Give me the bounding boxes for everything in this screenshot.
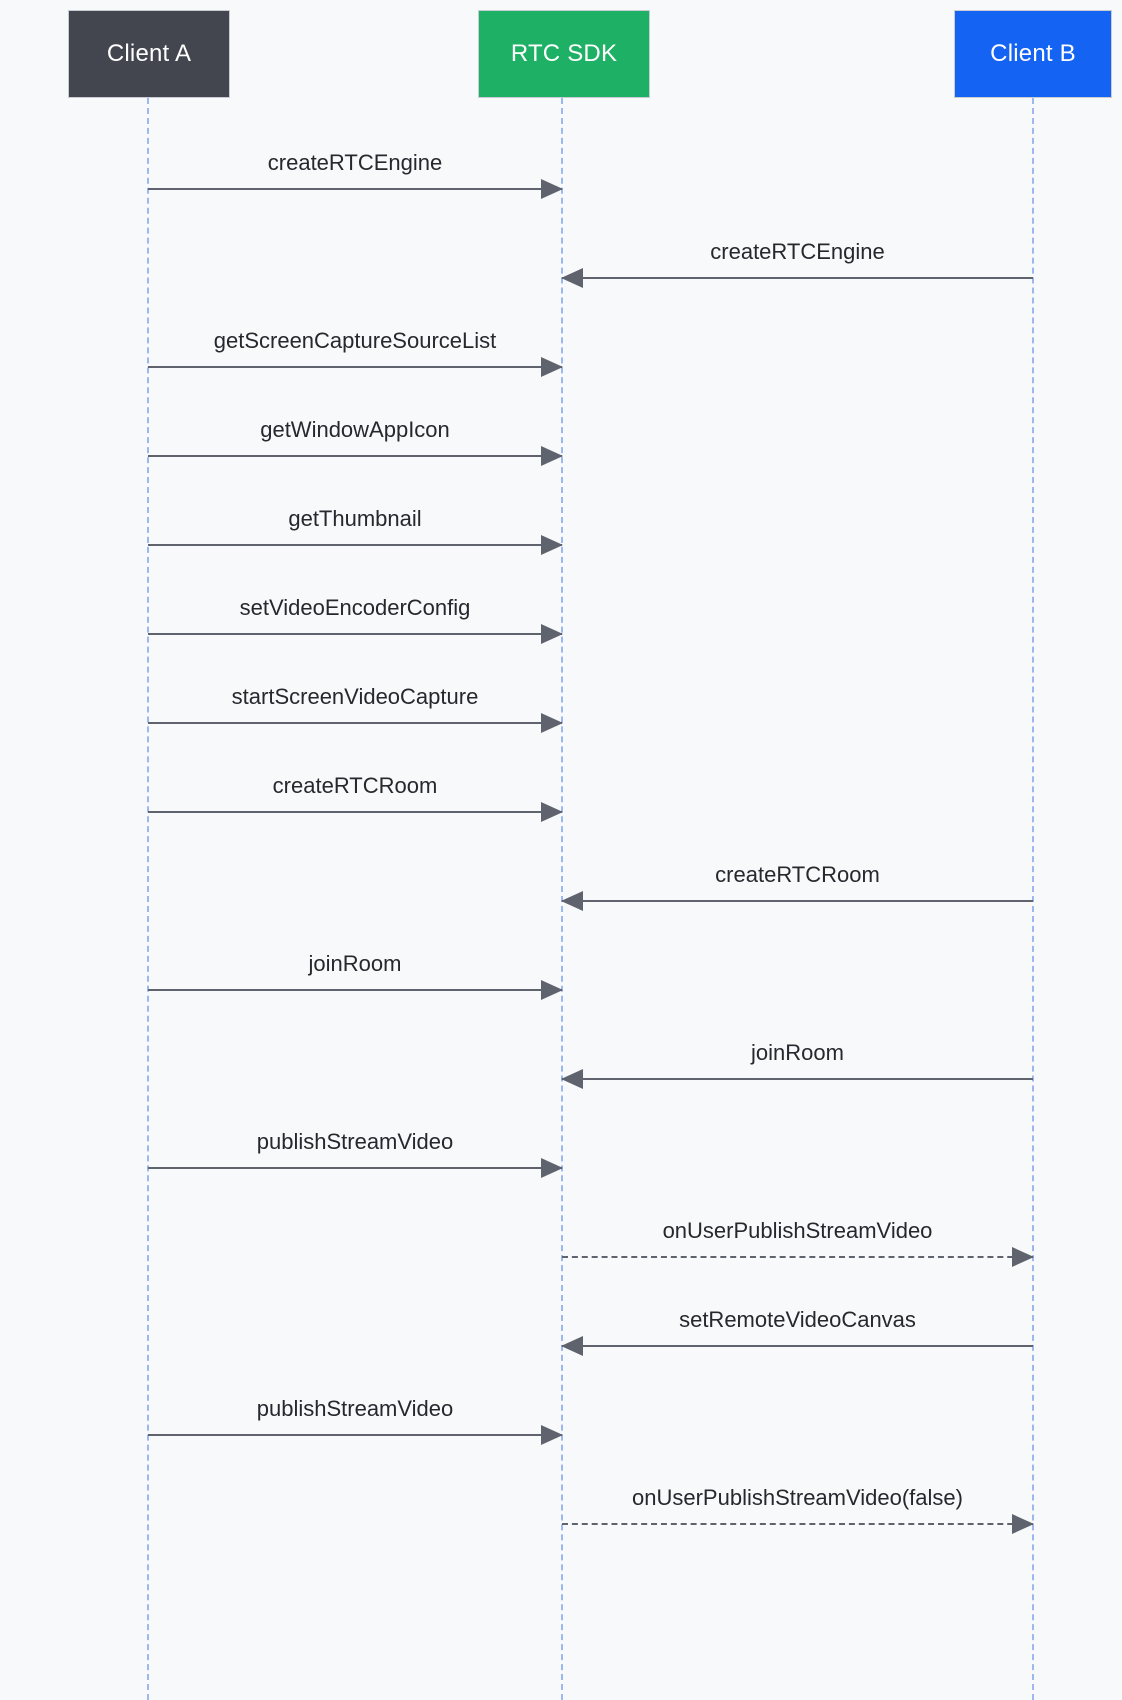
message-1[interactable]: createRTCEngine [148,150,563,199]
message-arrow-line [148,357,563,377]
message-16[interactable]: onUserPublishStreamVideo(false) [562,1485,1034,1534]
message-15[interactable]: publishStreamVideo [148,1396,563,1445]
message-7[interactable]: startScreenVideoCapture [148,684,563,733]
message-label: startScreenVideoCapture [231,684,479,709]
message-arrow-line [148,802,563,822]
message-6[interactable]: setVideoEncoderConfig [148,595,563,644]
arrowhead-right-icon [541,179,563,199]
message-arrow-line [561,1069,1033,1089]
message-arrow-line [148,446,563,466]
message-arrow-line [148,179,563,199]
participant-label-clientA: Client A [106,40,192,67]
message-label: createRTCRoom [715,862,880,887]
message-8[interactable]: createRTCRoom [148,773,563,822]
message-arrow-line [561,891,1033,911]
arrowhead-right-icon [541,1425,563,1445]
arrowhead-right-icon [541,713,563,733]
arrowhead-right-icon [541,535,563,555]
message-14[interactable]: setRemoteVideoCanvas [561,1307,1033,1356]
message-arrow-line [148,624,563,644]
message-arrow-line [148,535,563,555]
message-5[interactable]: getThumbnail [148,506,563,555]
message-arrow-line [148,713,563,733]
message-arrow-line [148,980,563,1000]
message-10[interactable]: joinRoom [148,951,563,1000]
message-arrow-line [148,1158,563,1178]
message-label: joinRoom [308,951,402,976]
arrowhead-left-icon [561,891,583,911]
arrowhead-right-icon [1012,1247,1034,1267]
arrowhead-right-icon [1012,1514,1034,1534]
message-arrow-line [561,268,1033,288]
lifeline-clientB [1032,98,1034,1700]
participant-box-clientA[interactable]: Client A [68,10,230,98]
lifeline-clientA [147,98,149,1700]
message-arrow-line [561,1336,1033,1356]
message-label: setRemoteVideoCanvas [679,1307,916,1332]
arrowhead-left-icon [561,1069,583,1089]
arrowhead-right-icon [541,624,563,644]
message-label: onUserPublishStreamVideo [662,1218,933,1243]
message-label: getThumbnail [288,506,422,531]
participant-label-rtcsdk: RTC SDK [510,40,618,67]
arrowhead-left-icon [561,268,583,288]
message-3[interactable]: getScreenCaptureSourceList [148,328,563,377]
participant-box-rtcsdk[interactable]: RTC SDK [478,10,650,98]
message-2[interactable]: createRTCEngine [561,239,1033,288]
message-4[interactable]: getWindowAppIcon [148,417,563,466]
message-label: createRTCRoom [272,773,438,798]
arrowhead-right-icon [541,357,563,377]
message-arrow-line [148,1425,563,1445]
message-12[interactable]: publishStreamVideo [148,1129,563,1178]
participant-box-clientB[interactable]: Client B [954,10,1112,98]
message-9[interactable]: createRTCRoom [561,862,1033,911]
arrowhead-left-icon [561,1336,583,1356]
message-13[interactable]: onUserPublishStreamVideo [562,1218,1034,1267]
message-arrow-line [562,1247,1034,1267]
message-label: getWindowAppIcon [260,417,450,442]
message-label: onUserPublishStreamVideo(false) [632,1485,963,1510]
message-arrow-line [562,1514,1034,1534]
message-11[interactable]: joinRoom [561,1040,1033,1089]
arrowhead-right-icon [541,446,563,466]
message-label: createRTCEngine [267,150,443,175]
message-label: setVideoEncoderConfig [239,595,471,620]
message-label: joinRoom [751,1040,844,1065]
arrowhead-right-icon [541,1158,563,1178]
message-label: publishStreamVideo [256,1129,454,1154]
arrowhead-right-icon [541,980,563,1000]
participant-label-clientB: Client B [990,40,1076,67]
message-label: publishStreamVideo [256,1396,454,1421]
message-label: getScreenCaptureSourceList [213,328,497,353]
message-label: createRTCEngine [710,239,885,264]
arrowhead-right-icon [541,802,563,822]
